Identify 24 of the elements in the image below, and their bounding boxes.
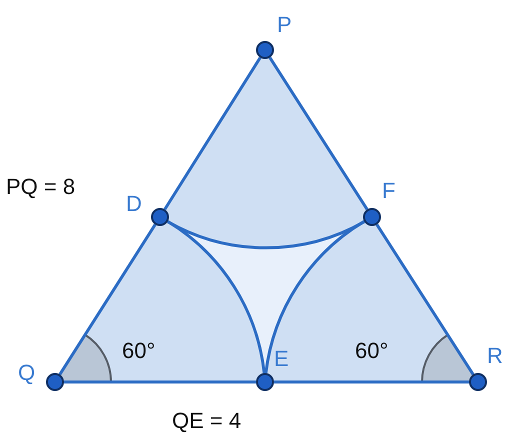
line-segment xyxy=(268,56,368,210)
point-label: P xyxy=(277,14,292,36)
point-dot xyxy=(363,208,381,226)
measure-label: PQ = 8 xyxy=(6,176,76,198)
angle-label: 60° xyxy=(122,340,156,362)
point-dot xyxy=(256,373,274,391)
arc xyxy=(166,220,266,374)
point-dot xyxy=(469,373,487,391)
angle-label: 60° xyxy=(355,340,388,362)
measure-label: QE = 4 xyxy=(172,410,242,432)
point-dot xyxy=(256,41,274,59)
line-segment xyxy=(274,380,469,384)
point-dot xyxy=(46,373,64,391)
point-label: Q xyxy=(18,362,36,384)
point-dot xyxy=(151,208,169,226)
point-label: F xyxy=(382,180,396,202)
line-segment xyxy=(376,224,474,376)
arc xyxy=(264,220,366,374)
line-segment xyxy=(64,380,256,384)
line-segment xyxy=(164,56,262,210)
line-segment xyxy=(58,224,156,376)
point-label: D xyxy=(126,193,142,215)
point-label: E xyxy=(274,348,289,370)
point-label: R xyxy=(487,345,503,367)
